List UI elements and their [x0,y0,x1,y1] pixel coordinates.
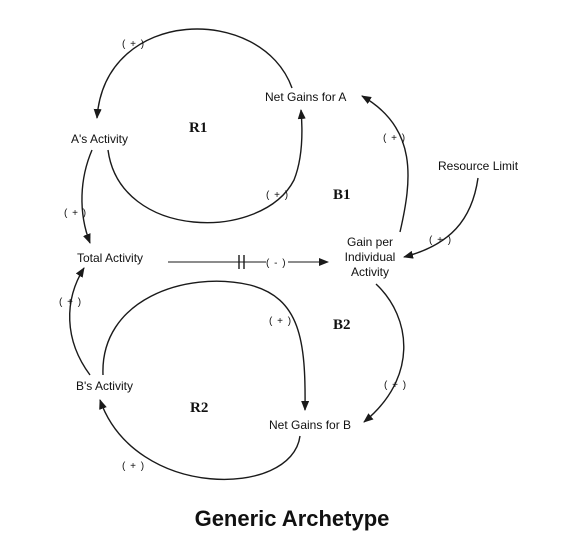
link-a-activity-to-net-gains-a [107,109,306,224]
loop-label-r1: R1 [189,120,207,136]
loop-label-r2: R2 [190,400,208,416]
polarity-gain-to-net-a: ( + ) [383,133,406,144]
polarity-a-to-net-a: ( + ) [266,190,289,201]
link-net-gains-b-to-b-activity [99,399,301,480]
node-a-activity: A's Activity [71,132,128,146]
polarity-total-to-gain: ( - ) [266,258,287,269]
node-gain-line-2: Individual [345,250,396,264]
node-gain-line-1: Gain per [347,235,393,249]
link-gain-to-net-gains-a [361,95,409,233]
node-net-gains-b: Net Gains for B [269,418,351,432]
polarity-net-a-to-a: ( + ) [122,39,145,50]
node-b-activity: B's Activity [76,379,133,393]
polarity-total-to-gain-bg [266,255,288,268]
polarity-gain-to-net-b: ( + ) [384,380,407,391]
link-resource-limit-to-gain [403,177,479,259]
link-b-activity-to-total [69,267,91,376]
link-a-activity-to-total [81,149,93,244]
polarity-b-to-total: ( + ) [59,297,82,308]
polarity-resource-to-gain: ( + ) [429,235,452,246]
link-b-activity-to-net-gains-b [102,280,310,411]
node-net-gains-a: Net Gains for A [265,90,346,104]
node-gain-line-3: Activity [351,265,389,279]
loop-label-b1: B1 [333,187,351,203]
polarity-b-to-net-b: ( + ) [269,316,292,327]
node-resource-limit: Resource Limit [438,159,519,173]
polarity-a-to-total: ( + ) [64,208,87,219]
polarity-net-b-to-b: ( + ) [122,461,145,472]
node-total-activity: Total Activity [77,251,143,265]
link-net-gains-a-to-a-activity [93,28,293,119]
link-gain-to-net-gains-b [363,283,405,423]
loop-label-b2: B2 [333,317,351,333]
diagram-title: Generic Archetype [195,506,390,531]
